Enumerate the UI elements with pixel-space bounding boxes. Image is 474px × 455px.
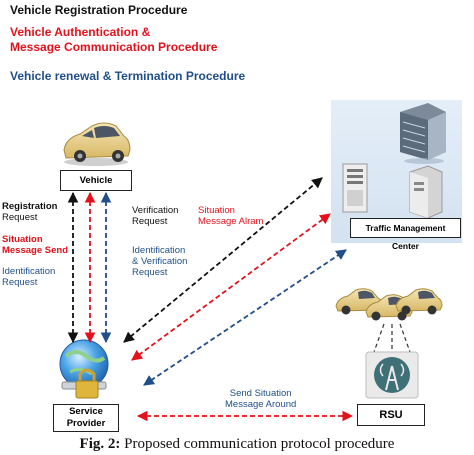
label-situation-alarm-line1: Situation: [198, 205, 235, 216]
arrow-authentication-diagonal: [131, 213, 331, 361]
label-send-situation-line1: Send Situation: [229, 388, 292, 399]
label-registration-request: Registration Request: [2, 201, 57, 223]
legend-renewal: Vehicle renewal & Termination Procedure: [10, 69, 246, 83]
car-icon: [63, 122, 131, 166]
label-situation-send-line2: Message Send: [2, 245, 68, 256]
label-verification-request-line2: Request: [132, 216, 168, 227]
service-provider-box: Service Provider: [53, 404, 119, 432]
building-icon: [400, 103, 446, 164]
figure-caption: Fig. 2: Proposed communication protocol …: [0, 436, 474, 453]
label-identification-verification-line2: & Verification: [132, 256, 188, 267]
label-situation-alarm-line2: Message Alram: [198, 216, 264, 227]
service-provider-label-line1: Service: [69, 406, 103, 417]
label-send-situation-line2: Message Around: [225, 399, 297, 410]
service-provider-label-line2: Provider: [66, 418, 106, 429]
vehicle-box: Vehicle: [60, 170, 132, 191]
legend-authentication-line1: Vehicle Authentication &: [10, 25, 151, 39]
label-identification-verification-line3: Request: [132, 267, 168, 278]
computer-icon: [409, 165, 443, 219]
legend-registration: Vehicle Registration Procedure: [10, 3, 188, 17]
label-send-situation: Send Situation Message Around: [225, 388, 296, 410]
label-registration-request-line1: Registration: [2, 201, 58, 212]
arrow-renewal-diagonal: [143, 249, 347, 386]
caption-prefix: Fig. 2:: [79, 436, 121, 452]
globe-lock-icon: [59, 339, 109, 399]
rsu-car-links: [373, 323, 411, 353]
label-situation-send: Situation Message Send: [2, 234, 68, 256]
legend-authentication-line2: Message Communication Procedure: [10, 40, 218, 54]
label-verification-request: Verification Request: [132, 205, 178, 227]
server-icon: [342, 163, 368, 213]
label-situation-send-line1: Situation: [2, 234, 43, 245]
label-identification-verification-line1: Identification: [132, 245, 186, 256]
label-situation-alarm: Situation Message Alram: [198, 205, 263, 227]
label-verification-request-line1: Verification: [132, 205, 179, 216]
label-identification-request-line1: Identification: [2, 266, 56, 277]
antenna-icon: [365, 351, 419, 399]
traffic-center-box: Traffic Management Center: [350, 218, 461, 251]
label-identification-verification: Identification & Verification Request: [132, 245, 187, 278]
cars-group-icon: [335, 288, 443, 321]
rsu-box: RSU: [357, 404, 425, 426]
caption-text: Proposed communication protocol procedur…: [120, 436, 395, 452]
label-identification-request: Identification Request: [2, 266, 55, 288]
label-identification-request-line2: Request: [2, 277, 38, 288]
label-registration-request-line2: Request: [2, 212, 38, 223]
